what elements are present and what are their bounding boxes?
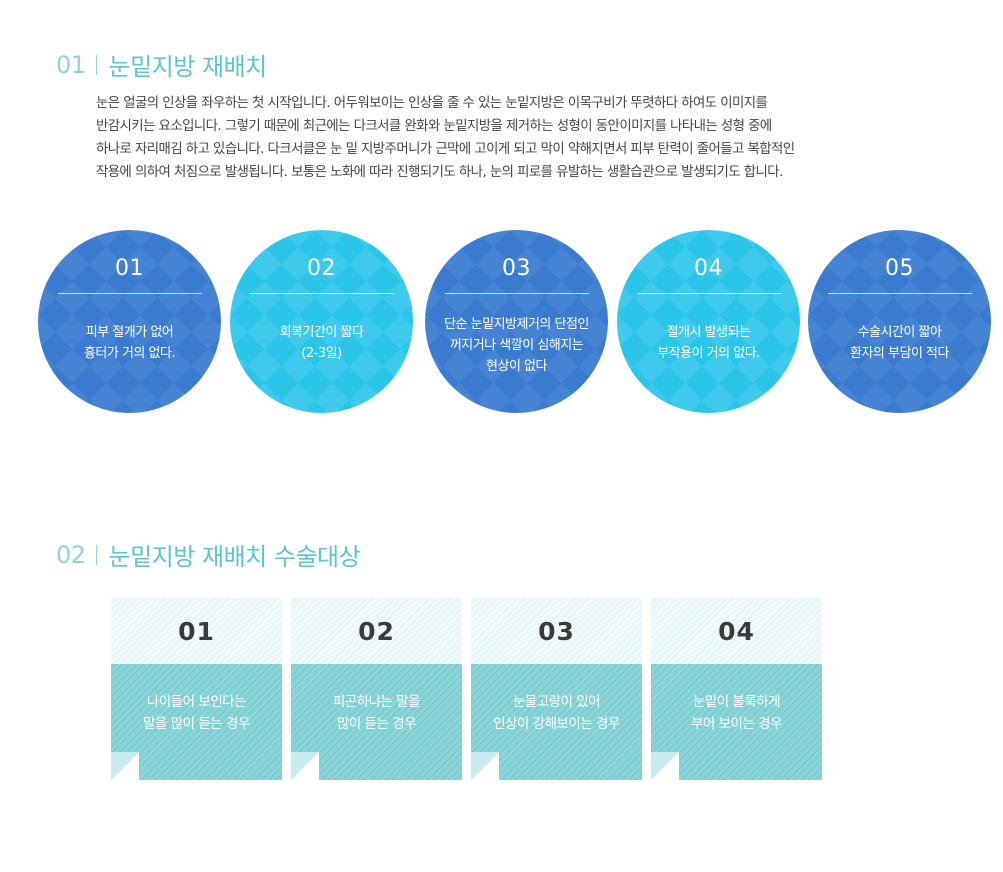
- intro-line: 하나로 자리매김 하고 있습니다. 다크서클은 눈 밑 지방주머니가 근막에 고…: [96, 142, 795, 157]
- benefit-text: 단순 눈밑지방제거의 단점인 꺼지거나 색깔이 심해지는 현상이 없다: [444, 317, 589, 374]
- card-header: 03: [471, 598, 642, 664]
- section-1-number: 01: [56, 50, 86, 79]
- card-body: 피곤하냐는 말을 많이 듣는 경우: [291, 664, 462, 780]
- target-card-4: 04 눈밑이 불룩하게 부어 보이는 경우: [651, 598, 822, 780]
- benefit-circle-5: 05 수술시간이 짧아 환자의 부담이 적다: [808, 230, 991, 413]
- card-number: 04: [718, 616, 755, 646]
- section-1-title: 01 눈밑지방 재배치: [56, 47, 267, 82]
- card-text: 눈물고랑이 있어 인상이 강해보이는 경우: [493, 694, 620, 732]
- section-2-title: 02 눈밑지방 재배치 수술대상: [56, 537, 361, 572]
- intro-paragraph: 눈은 얼굴의 인상을 좌우하는 첫 시작입니다. 어두워보이는 인상을 줄 수 …: [96, 92, 991, 184]
- card-number: 03: [538, 616, 575, 646]
- card-header: 02: [291, 598, 462, 664]
- card-body: 눈물고랑이 있어 인상이 강해보이는 경우: [471, 664, 642, 780]
- benefit-text: 절개시 발생되는 부작용이 거의 없다.: [657, 325, 760, 361]
- intro-line: 눈은 얼굴의 인상을 좌우하는 첫 시작입니다. 어두워보이는 인상을 줄 수 …: [96, 96, 768, 111]
- benefit-divider: [444, 293, 589, 294]
- target-card-1: 01 나이들어 보인다는 말을 많이 듣는 경우: [111, 598, 282, 780]
- benefit-divider: [57, 293, 202, 294]
- benefit-number: 02: [307, 256, 336, 281]
- benefit-circle-2: 02 회복기간이 짧다 (2-3일): [230, 230, 413, 413]
- benefit-text: 회복기간이 짧다 (2-3일): [279, 325, 364, 361]
- benefit-number: 05: [885, 256, 914, 281]
- card-fold-flap: [111, 752, 139, 780]
- card-text: 나이들어 보인다는 말을 많이 듣는 경우: [143, 694, 250, 732]
- benefit-divider: [249, 293, 394, 294]
- benefit-circle-4: 04 절개시 발생되는 부작용이 거의 없다.: [617, 230, 800, 413]
- intro-line: 작용에 의하여 처짐으로 발생됩니다. 보통은 노화에 따라 진행되기도 하나,…: [96, 165, 783, 180]
- card-fold-flap: [291, 752, 319, 780]
- benefit-number: 04: [694, 256, 723, 281]
- card-body: 눈밑이 불룩하게 부어 보이는 경우: [651, 664, 822, 780]
- benefit-text: 수술시간이 짧아 환자의 부담이 적다: [850, 325, 949, 361]
- section-1-heading: 눈밑지방 재배치: [108, 53, 268, 81]
- benefit-divider: [827, 293, 972, 294]
- benefit-number: 03: [502, 256, 531, 281]
- benefit-circle-3: 03 단순 눈밑지방제거의 단점인 꺼지거나 색깔이 심해지는 현상이 없다: [425, 230, 608, 413]
- card-header: 04: [651, 598, 822, 664]
- benefit-circle-1: 01 피부 절개가 없어 흉터가 거의 없다.: [38, 230, 221, 413]
- card-fold-flap: [651, 752, 679, 780]
- card-text: 피곤하냐는 말을 많이 듣는 경우: [332, 694, 421, 732]
- benefit-text: 피부 절개가 없어 흉터가 거의 없다.: [83, 325, 176, 361]
- benefit-divider: [636, 293, 781, 294]
- title-divider: [95, 54, 97, 75]
- section-2-heading: 눈밑지방 재배치 수술대상: [108, 543, 361, 571]
- card-fold-flap: [471, 752, 499, 780]
- benefit-number: 01: [115, 256, 144, 281]
- card-number: 01: [178, 616, 215, 646]
- intro-line: 반감시키는 요소입니다. 그렇기 때문에 최근에는 다크서클 완화와 눈밑지방을…: [96, 119, 772, 134]
- title-divider: [95, 544, 97, 565]
- target-card-2: 02 피곤하냐는 말을 많이 듣는 경우: [291, 598, 462, 780]
- card-body: 나이들어 보인다는 말을 많이 듣는 경우: [111, 664, 282, 780]
- target-card-3: 03 눈물고랑이 있어 인상이 강해보이는 경우: [471, 598, 642, 780]
- card-number: 02: [358, 616, 395, 646]
- card-text: 눈밑이 불룩하게 부어 보이는 경우: [690, 694, 783, 732]
- card-header: 01: [111, 598, 282, 664]
- section-2-number: 02: [56, 540, 86, 569]
